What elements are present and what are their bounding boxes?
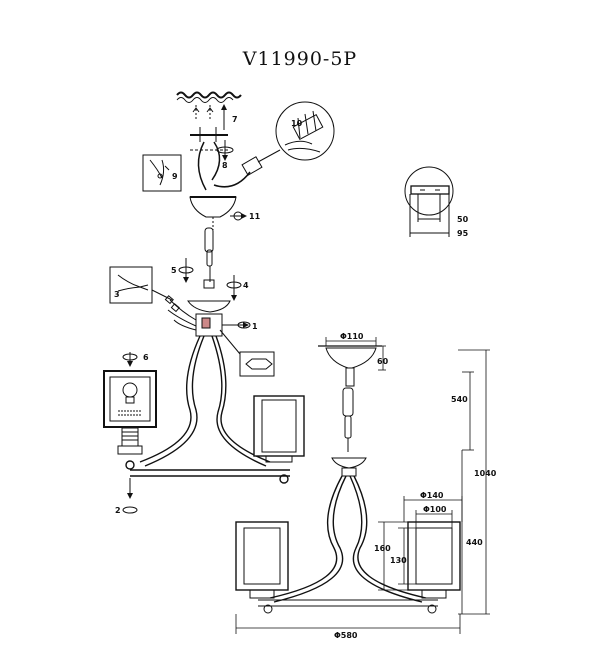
chain-upper bbox=[203, 227, 215, 289]
center-hub bbox=[164, 295, 251, 355]
canopy bbox=[189, 196, 247, 230]
step-2-label: 2 bbox=[115, 506, 121, 515]
canopy-height-dim: 60 bbox=[377, 357, 389, 366]
pliers-detail-box bbox=[109, 266, 173, 304]
wire-detail-box bbox=[142, 154, 182, 192]
ceiling-mount bbox=[176, 91, 242, 161]
step-2-arrow bbox=[122, 478, 138, 514]
shade-inner-dim: Φ100 bbox=[423, 505, 447, 514]
step-11-label: 11 bbox=[249, 212, 261, 221]
step-7-label: 7 bbox=[232, 115, 238, 124]
step-5-label: 5 bbox=[171, 266, 177, 275]
assembled-fixture bbox=[235, 345, 461, 614]
bracket-inner-dim: 50 bbox=[457, 215, 469, 224]
step-9-label: 9 bbox=[172, 172, 178, 181]
step-3-label: 3 bbox=[114, 290, 120, 299]
canopy-diameter-dim: Φ110 bbox=[340, 332, 364, 341]
bracket-detail bbox=[404, 166, 454, 237]
shade-outer-dim: Φ140 bbox=[420, 491, 444, 500]
step-5-arrow bbox=[178, 258, 194, 283]
step-4-label: 4 bbox=[243, 281, 249, 290]
left-fixture-shade bbox=[253, 395, 305, 463]
body-height-dim: 440 bbox=[466, 538, 483, 547]
bracket-outer-dim: 95 bbox=[457, 229, 469, 238]
span-diameter-dim: Φ580 bbox=[334, 631, 358, 640]
step-10-label: 10 bbox=[291, 119, 303, 128]
overall-height-dim: 1040 bbox=[474, 469, 497, 478]
chain-length-dim: 540 bbox=[451, 395, 468, 404]
step-8-label: 8 bbox=[222, 161, 228, 170]
bulb-detail-box bbox=[103, 352, 157, 455]
terminal-detail bbox=[241, 101, 335, 176]
step-6-label: 6 bbox=[143, 353, 149, 362]
model-title: V11990-5P bbox=[242, 48, 358, 70]
step-4-arrow bbox=[226, 275, 242, 301]
wrench-detail-box bbox=[239, 351, 275, 377]
dimension-lines bbox=[235, 337, 490, 634]
shade-height-dim: 160 bbox=[374, 544, 391, 553]
step-1-label: 1 bbox=[252, 322, 258, 331]
left-fixture-arms bbox=[125, 335, 290, 484]
glass-height-dim: 130 bbox=[390, 556, 407, 565]
